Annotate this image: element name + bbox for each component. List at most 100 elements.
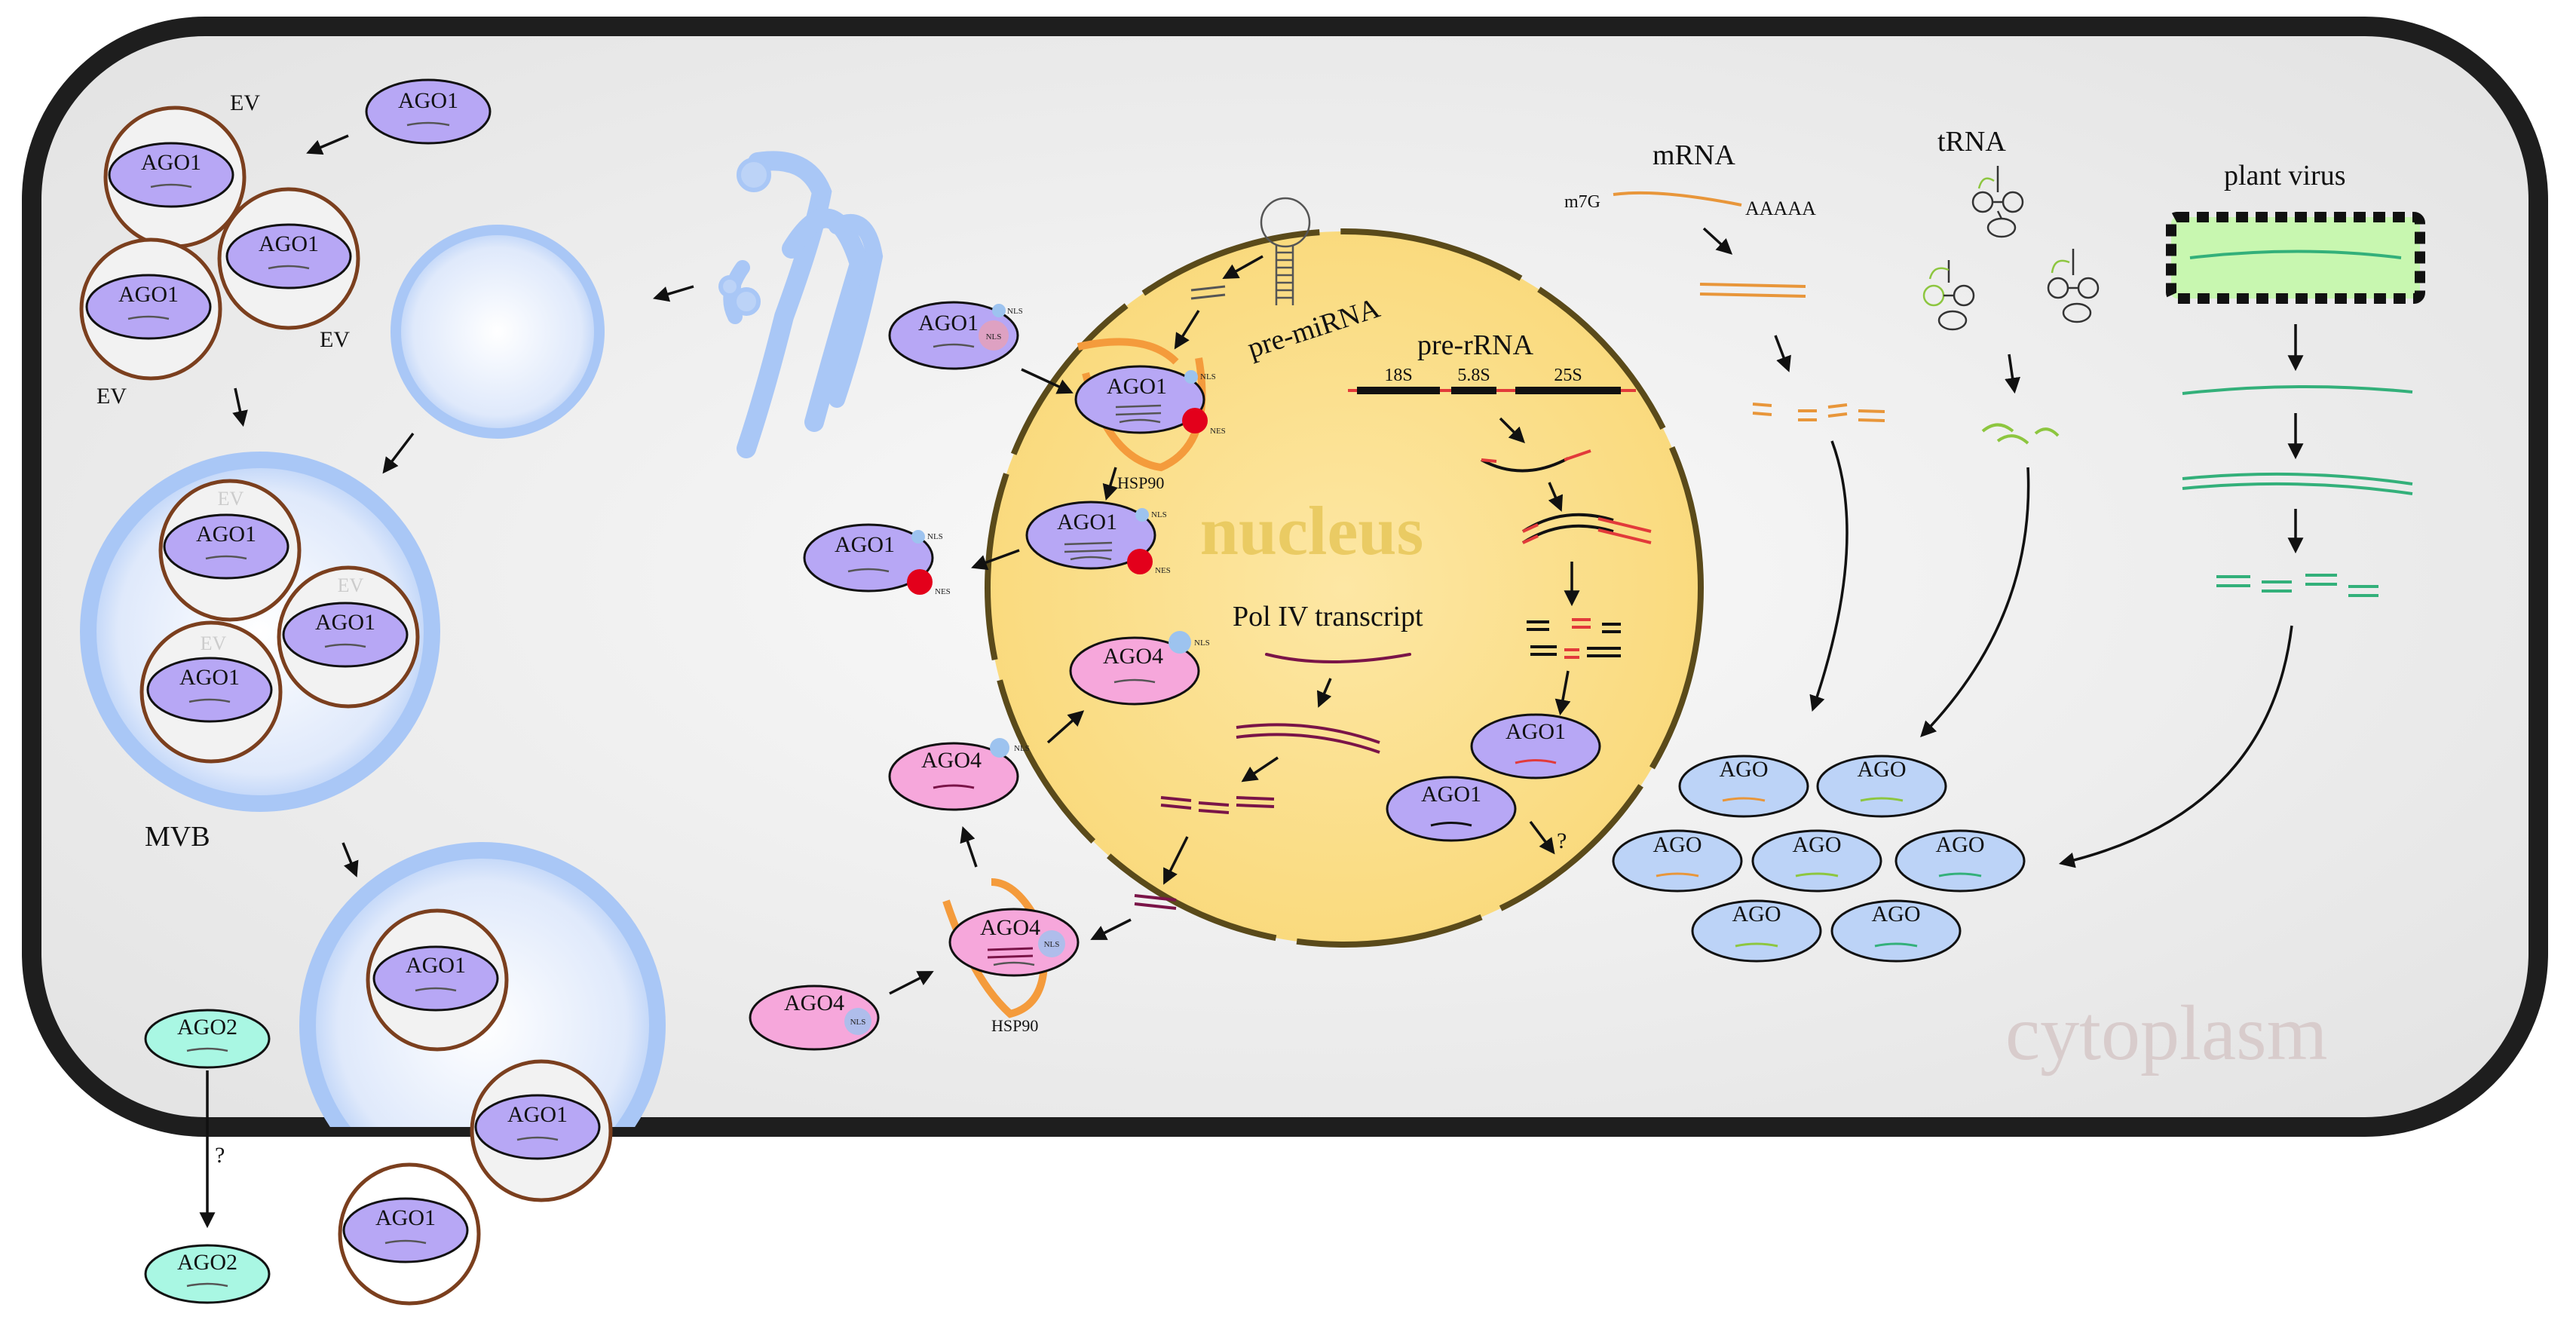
svg-text:25S: 25S [1554,366,1582,385]
svg-text:AGO: AGO [1872,902,1921,926]
mirna-duplex-1 [1190,285,1226,300]
svg-text:AGO: AGO [1720,757,1769,782]
svg-text:NLS: NLS [1151,510,1167,519]
svg-text:AGO1: AGO1 [196,522,256,547]
arrow-duplex-to-ago1 [1174,310,1200,350]
released-ev-2: AGO1 [470,1059,613,1202]
ago-mrna-2: AGO [1612,829,1743,893]
arrow-ago1-release [1102,467,1118,501]
svg-text:AGO1: AGO1 [315,610,375,635]
svg-text:EV: EV [338,574,364,596]
svg-text:AGO: AGO [1732,902,1781,926]
svg-text:AGO1: AGO1 [406,953,466,978]
svg-text:AGO1: AGO1 [141,150,201,175]
virus-ssrna [2182,384,2413,395]
pre-rrna-gene: 18S 5.8S 25S [1348,366,1636,394]
arrow-ago1-import [1021,368,1074,394]
arrow-ago4-release [960,826,978,868]
nucleus [985,228,1704,948]
mvb-ev-1: EV AGO1 [158,479,302,622]
arrow-virus-to-ago [2058,625,2293,868]
plant-virus-label: plant virus [2224,160,2345,191]
ago4-hsp90-complex: AGO4 NLS HSP90 [942,878,1080,1035]
ago-trna-1: AGO [1816,755,1947,818]
svg-text:AGO4: AGO4 [921,748,982,773]
arrow-ago4-to-hsp90 [889,971,934,995]
virus-dsrna [2182,472,2413,495]
svg-text:5.8S: 5.8S [1457,366,1490,385]
arrow-sirna-to-ago4 [1090,918,1132,940]
ago2-inside: AGO2 [144,1009,271,1069]
svg-text:AGO1: AGO1 [375,1205,436,1230]
svg-text:AGO1: AGO1 [1057,510,1117,534]
svg-text:AGO1: AGO1 [1107,374,1167,399]
arrow-poliv-3 [1163,836,1189,885]
svg-text:NLS: NLS [1044,940,1060,949]
svg-text:AGO1: AGO1 [835,532,895,557]
arrow-vesicle-to-mvb [382,432,415,474]
ago4-loaded: AGO4 NLS [888,738,1030,811]
svg-text:NLS: NLS [1007,307,1023,316]
mrna-sirnas [1752,403,1885,422]
arrow-mrna-2 [1774,335,1791,372]
ago1-nes-nucleus: AGO1 NLS NES [1025,501,1171,575]
arrow-mrna-1 [1702,227,1733,255]
arrow-premirna-processing [1222,255,1263,280]
rrna-question: ? [1557,828,1567,853]
svg-text:NLS: NLS [1200,372,1216,381]
ago4-nucleus: AGO4 NLS [1069,631,1210,706]
ago-trna-3: AGO [1691,899,1822,963]
svg-text:AGO1: AGO1 [398,88,458,113]
svg-text:NLS: NLS [1014,744,1030,753]
pre-mirna-hairpin [1260,197,1311,305]
svg-text:AGO: AGO [1858,757,1907,782]
nucleus-label: nucleus [1200,492,1424,569]
svg-text:AGO1: AGO1 [179,665,240,690]
ev-label-left: EV [96,384,127,409]
svg-text:AGO4: AGO4 [1103,644,1163,669]
trna-fragments [1981,423,2060,445]
mrna-dsrna [1699,283,1806,298]
ago2-outside: AGO2 [144,1244,271,1304]
svg-text:AGO1: AGO1 [1421,782,1481,807]
svg-text:18S: 18S [1384,366,1412,385]
svg-text:AGO: AGO [1793,832,1842,857]
svg-text:AGO: AGO [1936,832,1985,857]
rrna-ds [1521,513,1652,544]
svg-text:AGO1: AGO1 [1505,719,1566,744]
svg-text:AAAAA: AAAAA [1745,198,1816,219]
virus-sirnas [2216,574,2378,597]
cytoplasm-label: cytoplasm [2005,990,2327,1076]
sirna-cytoplasm [1134,894,1177,910]
arrow-ago4-import [1046,710,1085,744]
ago4-cytoplasm: AGO4 NLS [749,985,880,1051]
svg-text:AGO4: AGO4 [784,991,844,1015]
arrow-golgi-to-vesicle [652,285,694,302]
mvb-ev-3: EV AGO1 [139,620,283,764]
svg-text:EV: EV [218,488,244,510]
ago-cluster: AGO AGO AGO AGO AGO AGO [1612,755,2026,963]
ago1-nls-cytoplasm: AGO1 NLS NLS [888,301,1023,370]
mvb-ev-2: EV AGO1 [277,565,420,709]
ago1-rrna: AGO1 [1470,713,1601,779]
svg-text:AGO2: AGO2 [177,1015,237,1040]
ev-label-top: EV [230,90,260,115]
svg-text:HSP90: HSP90 [1117,473,1164,492]
svg-text:AGO1: AGO1 [918,311,979,335]
pol-iv-sirnas [1160,796,1275,814]
arrow-ev-to-mvb [232,387,248,427]
arrow-ago1-export [971,549,1020,571]
ev-vesicle-3: AGO1 [79,237,222,381]
svg-text:NLS: NLS [927,532,943,541]
svg-text:AGO1: AGO1 [259,231,319,256]
svg-text:NLS: NLS [850,1018,866,1027]
arrow-rrna-4 [1554,670,1571,716]
rrna-ss [1481,449,1591,473]
ev-label-right: EV [320,327,350,352]
plant-virus-particle [2166,212,2425,304]
arrow-rrna-1 [1499,417,1525,443]
arrow-ago1-rrna-export [1529,820,1555,855]
ago-mrna-1: AGO [1678,755,1809,818]
pre-rrna-label: pre-rRNA [1417,329,1534,361]
